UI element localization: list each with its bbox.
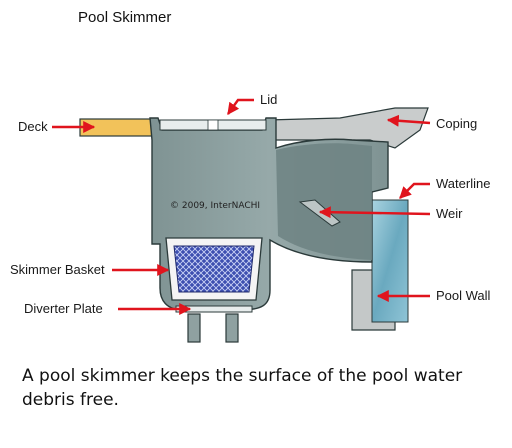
label-weir: Weir	[436, 206, 463, 221]
skimmer-throat	[276, 143, 372, 260]
label-diverter-plate: Diverter Plate	[24, 301, 103, 316]
label-coping: Coping	[436, 116, 477, 131]
label-deck: Deck	[18, 119, 48, 134]
leader-arrows	[52, 98, 431, 315]
label-pool-wall: Pool Wall	[436, 288, 491, 303]
diagram-title: Pool Skimmer	[78, 9, 171, 26]
pipe-left	[187, 313, 201, 343]
lid-handle	[207, 119, 219, 131]
arrow-waterline	[399, 182, 430, 199]
pool-water	[371, 199, 409, 323]
caption: A pool skimmer keeps the surface of the …	[22, 366, 463, 410]
pipe-right	[225, 313, 239, 343]
basket-mesh	[173, 245, 255, 293]
label-skimmer-basket: Skimmer Basket	[10, 262, 105, 277]
copyright-text: © 2009, InterNACHI	[170, 201, 260, 211]
label-lid: Lid	[260, 92, 277, 107]
arrow-weir	[318, 206, 431, 219]
arrow-lid	[227, 98, 254, 115]
label-waterline: Waterline	[436, 176, 490, 191]
arrow-coping	[386, 114, 431, 127]
